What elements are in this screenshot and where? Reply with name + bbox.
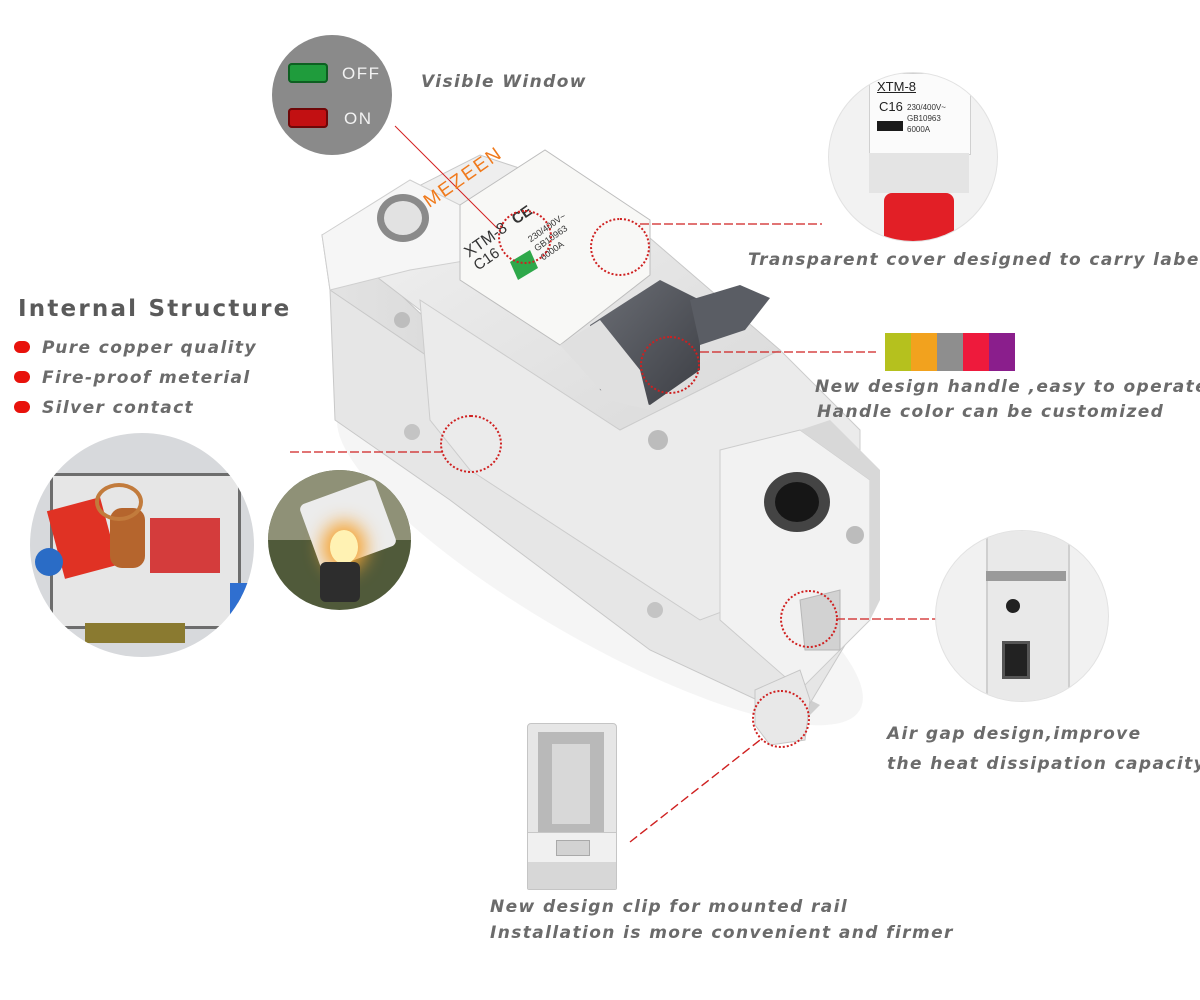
handle-highlight: [640, 336, 700, 394]
closeup-standard: GB10963: [907, 114, 941, 123]
handle-caption-line1: New design handle ,easy to operate: [815, 377, 1200, 397]
clip-caption-line2: Installation is more convenient and firm…: [490, 923, 954, 943]
feature-item: Pure copper quality: [42, 338, 257, 358]
vent-slot: [1002, 641, 1030, 679]
color-swatch: [989, 333, 1015, 371]
off-indicator: [288, 63, 328, 83]
off-label: OFF: [342, 64, 381, 83]
closeup-capacity: 6000A: [907, 125, 931, 134]
color-swatch: [963, 333, 989, 371]
closeup-model: XTM-8: [877, 79, 916, 94]
cover-highlight: [590, 218, 650, 276]
feature-item: Fire-proof meterial: [42, 368, 251, 388]
on-indicator: [288, 108, 328, 128]
air-gap-caption-line1: Air gap design,improve: [887, 724, 1142, 744]
closeup-red-handle: [884, 193, 954, 241]
feature-item: Silver contact: [42, 398, 195, 418]
handle-caption-line2: Handle color can be customized: [817, 402, 1165, 422]
closeup-voltage: 230/400V~: [907, 103, 946, 112]
air-gap-caption-line2: the heat dissipation capacity: [887, 754, 1200, 774]
bullet-icon: [14, 401, 30, 413]
bullet-icon: [14, 341, 30, 353]
color-swatch: [885, 333, 911, 371]
internal-structure-title: Internal Structure: [18, 296, 292, 322]
vent-hole: [1006, 599, 1020, 613]
internal-structure-photo: [30, 433, 254, 657]
transparent-cover-caption: Transparent cover designed to carry labe…: [748, 250, 1200, 270]
color-swatch: [911, 333, 937, 371]
bullet-icon: [14, 371, 30, 383]
window-indicator-closeup: OFF ON: [272, 35, 392, 155]
clip-highlight: [752, 690, 810, 748]
closeup-rating: C16: [879, 99, 903, 114]
fireproof-test-photo: [268, 470, 411, 610]
clip-caption-line1: New design clip for mounted rail: [490, 897, 849, 917]
air-gap-highlight: [780, 590, 838, 648]
visible-window-highlight: [498, 210, 552, 264]
on-label: ON: [344, 109, 373, 128]
visible-window-caption: Visible Window: [421, 72, 587, 92]
label-closeup: XTM-8 C16 230/400V~ GB10963 6000A: [828, 72, 998, 242]
color-swatch: [937, 333, 963, 371]
fireproof-highlight: [440, 415, 502, 473]
rail-clip-closeup: [527, 723, 617, 890]
air-gap-closeup: [935, 530, 1109, 702]
